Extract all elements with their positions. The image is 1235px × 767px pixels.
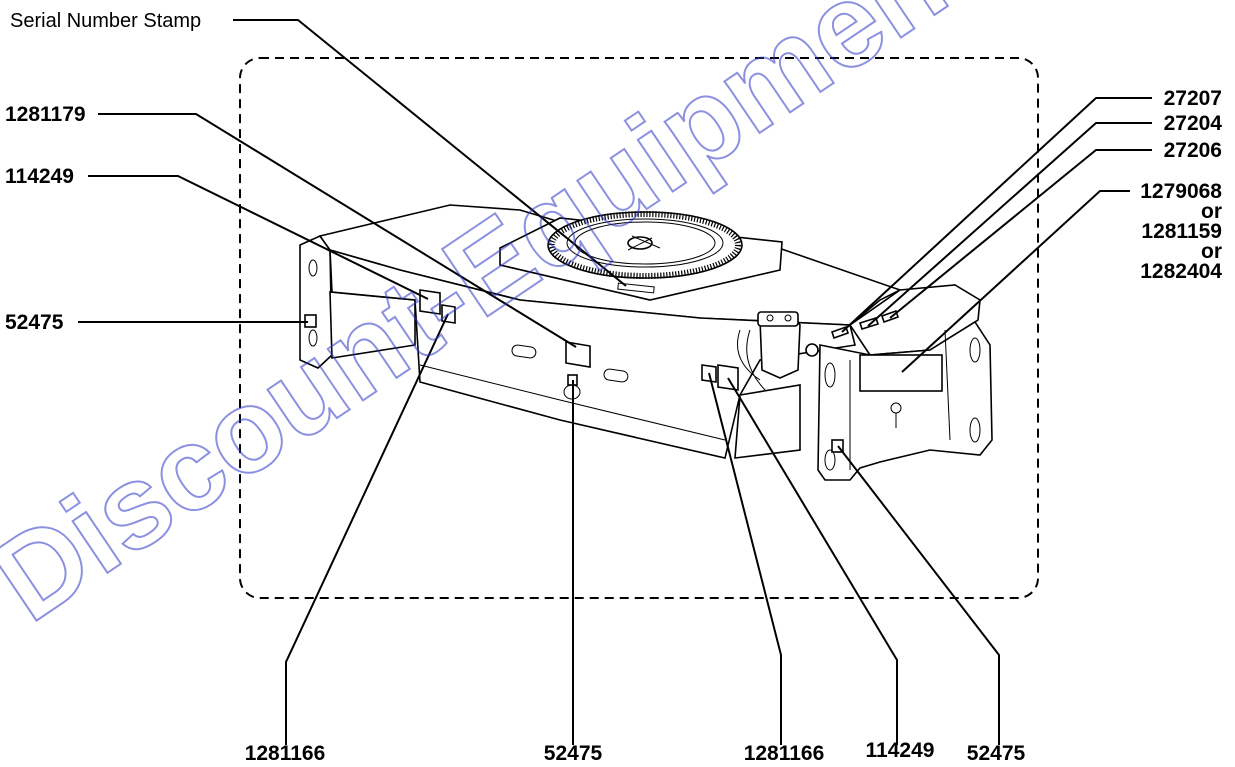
callout-1279068: 1279068 <box>1140 180 1222 203</box>
callout-1282404: 1282404 <box>1140 260 1222 283</box>
callout-1281166-b: 1281166 <box>744 742 825 765</box>
callout-27204: 27204 <box>1164 112 1223 135</box>
machine-frame <box>299 204 993 481</box>
callout-1281159: 1281159 <box>1141 220 1222 243</box>
slewing-ring-teeth <box>549 211 741 279</box>
decal-patches <box>304 289 844 453</box>
callout-27206: 27206 <box>1164 139 1222 162</box>
callout-or-1: or <box>1201 200 1222 223</box>
callout-52475-bottom-a: 52475 <box>544 742 603 765</box>
callout-114249-bottom: 114249 <box>866 739 935 762</box>
callout-52475-left: 52475 <box>5 311 64 334</box>
callout-114249-left: 114249 <box>5 165 74 188</box>
serial-number-stamp-label: Serial Number Stamp <box>10 10 201 32</box>
leader-lines <box>78 19 1152 745</box>
dashed-boundary <box>239 57 1039 599</box>
callout-1281166-a: 1281166 <box>245 742 326 765</box>
callout-27207: 27207 <box>1164 87 1222 110</box>
callout-or-2: or <box>1201 240 1222 263</box>
callout-1281179: 1281179 <box>5 103 86 126</box>
callout-52475-bottom-b: 52475 <box>967 742 1026 765</box>
